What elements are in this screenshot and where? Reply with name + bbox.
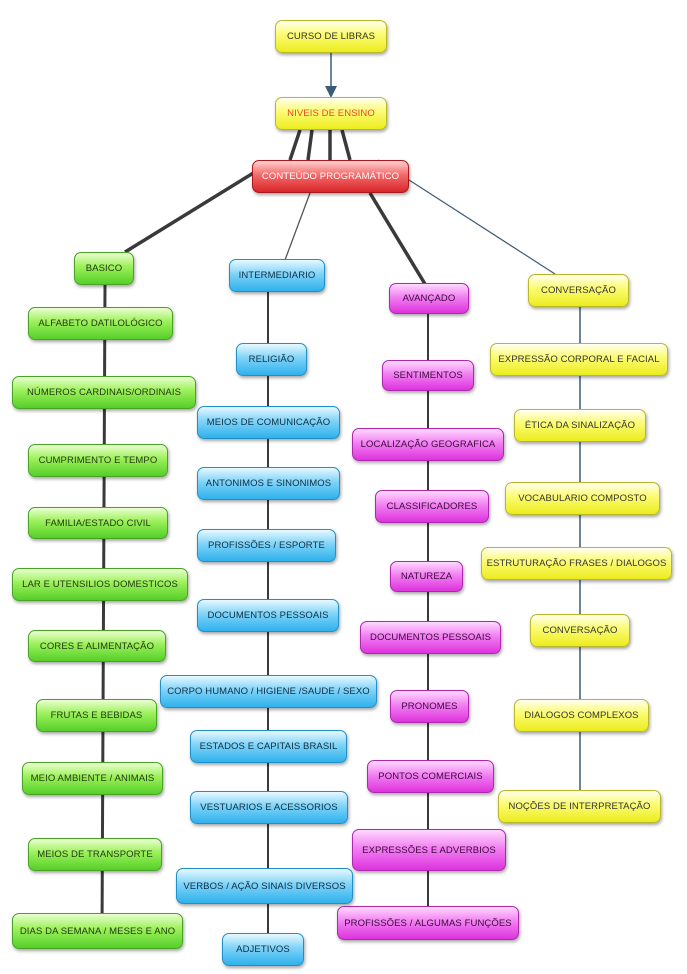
connector-niveis-conteudo xyxy=(340,129,352,161)
intermediario-item[interactable]: MEIOS DE COMUNICAÇÃO xyxy=(197,406,340,439)
conversacao-item[interactable]: CONVERSAÇÃO xyxy=(530,614,630,647)
intermediario-item[interactable]: RELIGIÃO xyxy=(236,343,307,376)
node-curso-de-libras[interactable]: CURSO DE LIBRAS xyxy=(275,20,387,53)
node-niveis-de-ensino[interactable]: NIVEIS DE ENSINO xyxy=(275,97,387,130)
basico-item[interactable]: MEIO AMBIENTE / ANIMAIS xyxy=(22,762,163,795)
connector-conteudo-intermediario xyxy=(284,192,311,261)
basico-item[interactable]: FAMILIA/ESTADO CIVIL xyxy=(28,507,168,539)
conversacao-item[interactable]: DIALOGOS COMPLEXOS xyxy=(514,699,649,732)
node-basico[interactable]: BASICO xyxy=(74,252,134,285)
basico-item[interactable]: ALFABETO DATILOLÓGICO xyxy=(28,307,173,340)
conversacao-item[interactable]: VOCABULARIO COMPOSTO xyxy=(505,482,660,515)
intermediario-item[interactable]: ESTADOS E CAPITAIS BRASIL xyxy=(190,730,347,763)
node-conversacao[interactable]: CONVERSAÇÃO xyxy=(528,274,629,307)
node-avancado[interactable]: AVANÇADO xyxy=(389,283,469,314)
avancado-item[interactable]: SENTIMENTOS xyxy=(382,360,474,391)
avancado-item[interactable]: EXPRESSÕES E ADVERBIOS xyxy=(352,829,506,871)
conversacao-item[interactable]: EXPRESSÃO CORPORAL E FACIAL xyxy=(490,343,668,376)
basico-item[interactable]: NÚMEROS CARDINAIS/ORDINAIS xyxy=(12,376,196,409)
intermediario-item[interactable]: PROFISSÕES / ESPORTE xyxy=(197,529,336,562)
avancado-item[interactable]: NATUREZA xyxy=(390,561,463,592)
avancado-item[interactable]: LOCALIZAÇÃO GEOGRAFICA xyxy=(352,428,504,461)
basico-item[interactable]: CUMPRIMENTO E TEMPO xyxy=(28,444,168,477)
intermediario-item[interactable]: DOCUMENTOS PESSOAIS xyxy=(197,599,339,632)
connector-niveis-conteudo xyxy=(306,129,314,161)
intermediario-item[interactable]: VESTUARIOS E ACESSORIOS xyxy=(190,791,348,824)
intermediario-item[interactable]: ANTONIMOS E SINONIMOS xyxy=(197,467,340,500)
intermediario-item[interactable]: VERBOS / AÇÃO SINAIS DIVERSOS xyxy=(176,868,353,904)
basico-item[interactable]: DIAS DA SEMANA / MESES E ANO xyxy=(12,913,183,949)
node-intermediario[interactable]: INTERMEDIARIO xyxy=(229,259,325,292)
conversacao-item[interactable]: ESTRUTURAÇÃO FRASES / DIALOGOS xyxy=(481,547,672,580)
intermediario-item[interactable]: ADJETIVOS xyxy=(222,933,304,966)
basico-item[interactable]: CORES E ALIMENTAÇÃO xyxy=(28,630,166,662)
conversacao-item[interactable]: NOÇÕES DE INTERPRETAÇÃO xyxy=(498,790,661,823)
basico-item[interactable]: MEIOS DE TRANSPORTE xyxy=(28,838,162,871)
avancado-item[interactable]: PROFISSÕES / ALGUMAS FUNÇÕES xyxy=(337,906,519,940)
basico-item[interactable]: FRUTAS E BEBIDAS xyxy=(36,699,157,732)
node-conteudo-programatico[interactable]: CONTEÚDO PROGRAMÁTICO xyxy=(252,160,409,193)
conversacao-item[interactable]: ÉTICA DA SINALIZAÇÃO xyxy=(514,409,646,442)
intermediario-item[interactable]: CORPO HUMANO / HIGIENE /SAUDE / SEXO xyxy=(160,675,377,708)
avancado-item[interactable]: CLASSIFICADORES xyxy=(375,490,489,523)
basico-item[interactable]: LAR E UTENSILIOS DOMESTICOS xyxy=(12,568,188,601)
avancado-item[interactable]: DOCUMENTOS PESSOAIS xyxy=(360,621,501,654)
connector-conteudo-avancado xyxy=(368,192,427,285)
avancado-item[interactable]: PRONOMES xyxy=(390,690,469,723)
connector-conteudo-basico xyxy=(124,170,256,254)
connector-niveis-conteudo xyxy=(288,129,302,161)
avancado-item[interactable]: PONTOS COMERCIAIS xyxy=(367,760,494,793)
